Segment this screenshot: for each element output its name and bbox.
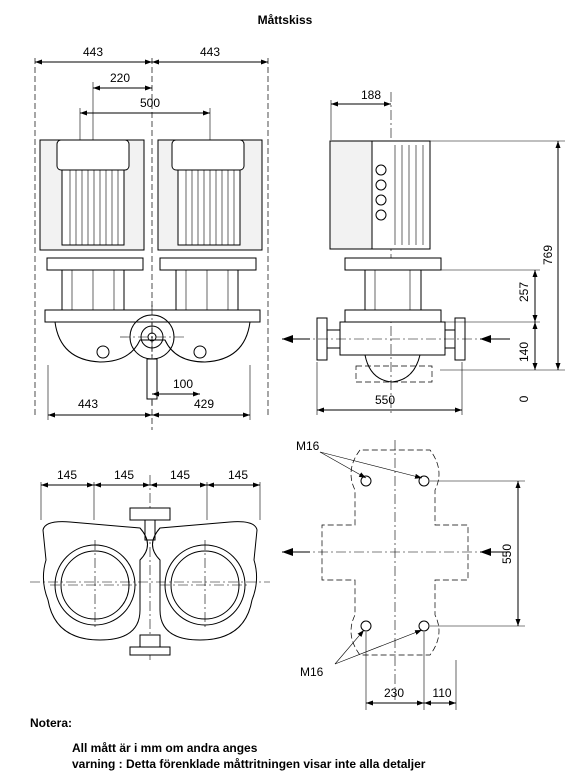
dim-front-bottom-left: 443: [78, 397, 98, 411]
dim-top-145-d: 145: [228, 468, 248, 482]
dim-top-145-b: 145: [114, 468, 134, 482]
dim-front-bottom-right: 429: [194, 397, 214, 411]
bolt-label-bottom: M16: [300, 665, 324, 679]
dim-side-769: 769: [541, 245, 555, 265]
drawing-title: Måttskiss: [258, 13, 313, 27]
bolt-label-top: M16: [296, 439, 320, 453]
dim-top-145-a: 145: [57, 468, 77, 482]
dim-side-550: 550: [375, 393, 395, 407]
dim-foot-550: 550: [500, 544, 514, 564]
dim-side-257: 257: [517, 282, 531, 302]
dim-front-220: 220: [110, 71, 130, 85]
dim-side-0: 0: [517, 395, 531, 402]
top-view: 145 145 145 145: [30, 468, 270, 660]
dim-front-top-right: 443: [200, 45, 220, 59]
dim-front-100: 100: [173, 377, 193, 391]
dim-foot-110: 110: [432, 686, 451, 700]
dim-side-188: 188: [361, 88, 381, 102]
side-view: 188 550: [282, 88, 565, 415]
dim-front-top-left: 443: [83, 45, 103, 59]
notes-heading: Notera:: [30, 716, 73, 730]
front-view: 443 443 220 500: [34, 45, 269, 430]
dim-foot-230: 230: [384, 686, 404, 700]
dim-front-500: 500: [140, 96, 160, 110]
dim-side-140: 140: [517, 342, 531, 362]
note-line-2: varning : Detta förenklade måttritningen…: [72, 757, 426, 771]
note-line-1: All mått är i mm om andra anges: [72, 741, 258, 755]
dim-top-145-c: 145: [170, 468, 190, 482]
foot-plan: M16 M16 550 230 110: [282, 439, 525, 710]
